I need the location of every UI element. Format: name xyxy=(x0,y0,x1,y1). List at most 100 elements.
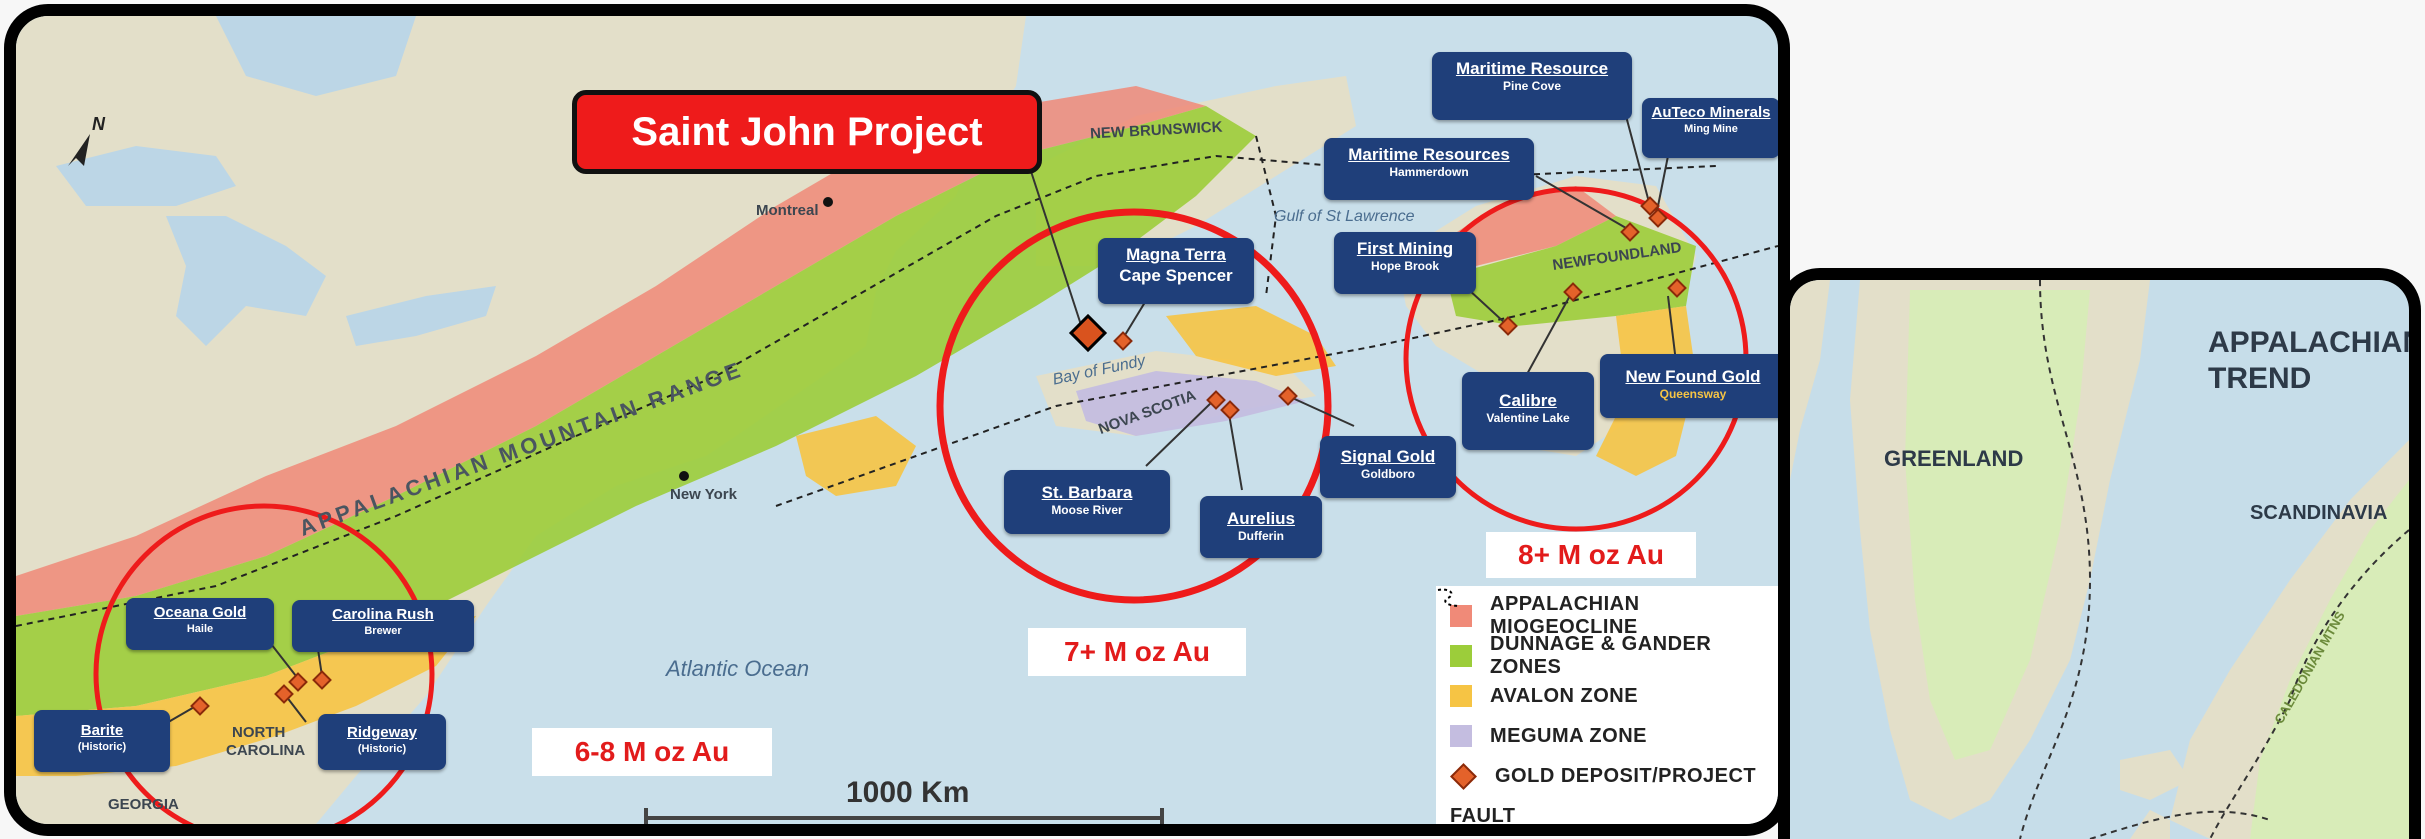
callout-name: First Mining xyxy=(1356,239,1454,258)
highlight-circle-carolinas xyxy=(93,503,435,824)
callout-sub: Valentine Lake xyxy=(1486,411,1570,425)
city-dot-montreal xyxy=(823,197,833,207)
legend-row-fault: FAULT xyxy=(1437,588,1767,827)
callout-name: Calibre xyxy=(1499,391,1557,410)
callout-magna-terra-cape-spencer: Magna Terra Cape Spencer xyxy=(1098,238,1254,304)
callout-name: Magna Terra xyxy=(1126,245,1226,264)
callout-sub: Pine Cove xyxy=(1502,79,1562,93)
callout-auteco-ming: AuTeco Minerals Ming Mine xyxy=(1642,98,1778,158)
main-map: APPALACHIAN MOUNTAIN RANGE NEW BRUNSWICK… xyxy=(4,4,1790,836)
callout-sub: Queensway xyxy=(1659,387,1727,401)
city-dot-new-york xyxy=(679,471,689,481)
highlight-circle-maritimes xyxy=(936,208,1332,604)
leader-moose-river xyxy=(1145,399,1215,467)
legend-label: FAULT xyxy=(1450,804,1516,827)
scale-tick-right xyxy=(1160,808,1164,824)
north-arrow-label: N xyxy=(92,114,105,134)
callout-sub: Brewer xyxy=(364,625,402,637)
callout-new-found-gold-queensway: New Found Gold Queensway xyxy=(1600,354,1778,418)
project-title-callout: Saint John Project xyxy=(572,90,1042,174)
legend-label: MEGUMA ZONE xyxy=(1490,724,1647,747)
label-montreal: Montreal xyxy=(756,202,819,219)
callout-sub: Cape Spencer xyxy=(1119,266,1233,285)
inset-iceland xyxy=(2120,750,2190,800)
inset-label-greenland: GREENLAND xyxy=(1884,446,2024,471)
inset-fault-lower xyxy=(2089,810,2271,839)
callout-st-barbara-moose-river: St. Barbara Moose River xyxy=(1004,470,1170,534)
gold-deposit-queensway xyxy=(1667,278,1687,298)
callout-signal-gold-goldboro: Signal Gold Goldboro xyxy=(1320,436,1456,498)
legend-label: AVALON ZONE xyxy=(1490,684,1639,707)
gold-deposit-ming xyxy=(1648,208,1668,228)
legend-row-dunnage-gander: DUNNAGE & GANDER ZONES xyxy=(1450,633,1767,678)
callout-name: AuTeco Minerals xyxy=(1651,104,1771,121)
callout-sub: Haile xyxy=(186,623,214,635)
legend-label: DUNNAGE & GANDER ZONES xyxy=(1490,633,1712,678)
callout-aurelius-dufferin: Aurelius Dufferin xyxy=(1200,496,1322,558)
inset-fault-greenland xyxy=(2019,280,2092,839)
callout-sub: Dufferin xyxy=(1238,529,1284,543)
callout-sub: Moose River xyxy=(1051,503,1123,517)
legend-row-avalon: AVALON ZONE xyxy=(1450,676,1767,716)
legend-label: GOLD DEPOSIT/PROJECT xyxy=(1495,764,1757,787)
callout-sub: Hope Brook xyxy=(1370,259,1439,273)
legend-label: APPALACHIAN MIOGEOCLINE xyxy=(1490,593,1640,638)
callout-sub: (Historic) xyxy=(77,741,127,753)
gold-deposit-barite xyxy=(190,696,210,716)
hudson-bay xyxy=(216,16,416,96)
gold-deposit-icon xyxy=(1450,762,1477,790)
gold-deposit-haile xyxy=(288,672,308,692)
legend-row-miogeocline: APPALACHIAN MIOGEOCLINE xyxy=(1450,593,1767,638)
oz-label-carolinas: 6-8 M oz Au xyxy=(532,728,772,776)
inset-greenland-interior xyxy=(1905,290,2090,760)
lake-michigan-huron xyxy=(166,216,326,346)
leader-queensway xyxy=(1667,295,1677,363)
callout-calibre-valentine-lake: Calibre Valentine Lake xyxy=(1462,372,1594,450)
leader-hammerdown xyxy=(1535,175,1627,229)
zone-dunnage-gander xyxy=(16,106,1256,716)
inset-land-west xyxy=(1790,280,1830,480)
callout-sub: Ming Mine xyxy=(1684,123,1738,135)
callout-name: Barite xyxy=(80,722,124,739)
callout-name: Oceana Gold xyxy=(153,604,247,621)
callout-name: Maritime Resource xyxy=(1455,59,1609,78)
label-north-carolina-1: NORTH xyxy=(232,724,286,741)
zone-avalon-ne xyxy=(796,416,916,496)
zone-miogeocline xyxy=(16,86,1206,616)
zone-miogeocline-nl xyxy=(1436,186,1616,266)
callout-name: St. Barbara xyxy=(1041,483,1133,502)
callout-maritime-resources-hammerdown: Maritime Resources Hammerdown xyxy=(1324,138,1534,200)
label-atlantic-ocean: Atlantic Ocean xyxy=(666,656,810,681)
legend-swatch xyxy=(1450,725,1472,747)
leader-pine-cove xyxy=(1625,115,1651,207)
legend-swatch xyxy=(1450,605,1472,627)
callout-first-mining-hope-brook: First Mining Hope Brook xyxy=(1334,232,1476,294)
gold-deposit-cape-spencer xyxy=(1113,331,1133,351)
callout-barite-historic: Barite (Historic) xyxy=(34,710,170,772)
callout-sub: Goldboro xyxy=(1361,467,1415,481)
callout-carolina-rush-brewer: Carolina Rush Brewer xyxy=(292,600,474,652)
inset-uk xyxy=(2130,810,2170,839)
oz-label-maritimes: 7+ M oz Au xyxy=(1028,628,1246,676)
zone-meguma xyxy=(1076,371,1306,436)
legend-swatch xyxy=(1450,645,1472,667)
scale-label: 1000 Km xyxy=(846,776,970,809)
callout-name: Carolina Rush xyxy=(332,606,434,623)
leader-saint-john xyxy=(1025,155,1083,329)
label-new-york: New York xyxy=(670,486,737,503)
callout-ridgeway-historic: Ridgeway (Historic) xyxy=(318,714,446,770)
fault-line-2 xyxy=(775,245,1778,507)
inset-scandinavia-interior xyxy=(2250,480,2409,839)
callout-name: New Found Gold xyxy=(1625,367,1761,386)
gold-deposit-moose-river xyxy=(1206,390,1226,410)
callout-name: Aurelius xyxy=(1226,509,1296,528)
legend-row-gold-deposit: GOLD DEPOSIT/PROJECT xyxy=(1450,756,1767,796)
label-north-carolina-2: CAROLINA xyxy=(226,742,306,759)
callout-name: Signal Gold xyxy=(1340,447,1436,466)
gold-deposit-hope-brook xyxy=(1498,316,1518,336)
gold-deposit-ridgeway xyxy=(274,684,294,704)
gold-deposit-valentine xyxy=(1563,282,1583,302)
inset-map: APPALACHIAN TREND GREENLAND SCANDINAVIA … xyxy=(1778,268,2421,839)
gold-deposit-brewer xyxy=(312,670,332,690)
leader-valentine xyxy=(1525,291,1573,377)
